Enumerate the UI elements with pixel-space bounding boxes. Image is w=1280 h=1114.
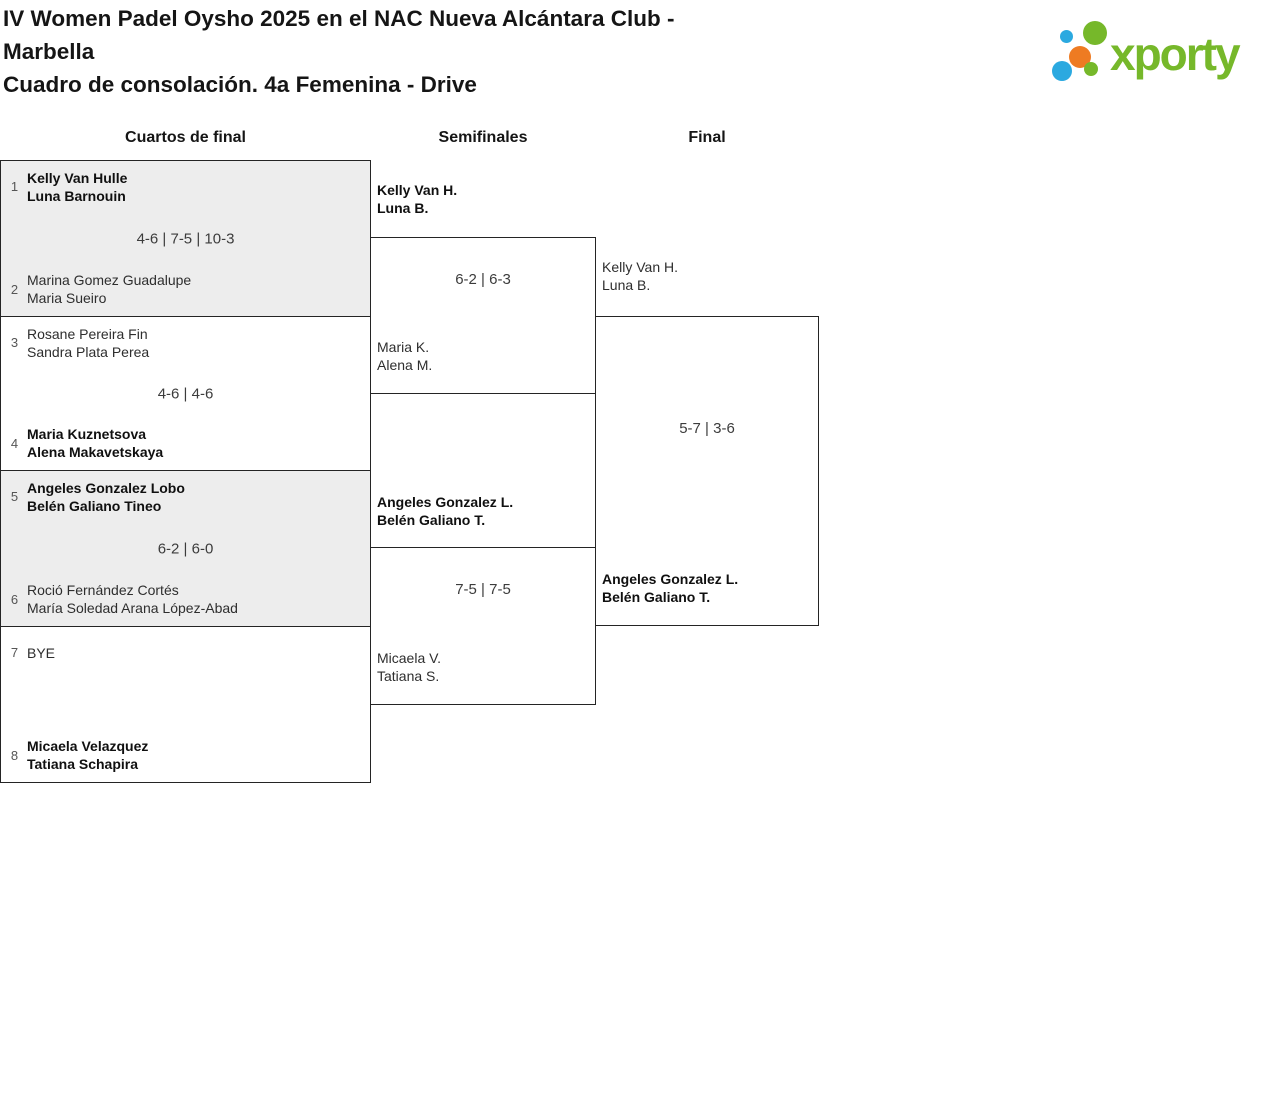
sf1-bottom-team: Maria K. Alena M. — [377, 338, 432, 374]
seed-number: 8 — [10, 748, 19, 763]
seed-number: 4 — [10, 436, 19, 451]
logo-dot-green-large-icon — [1083, 21, 1107, 45]
match-score: 7-5 | 7-5 — [455, 581, 511, 598]
seed-number: 7 — [10, 645, 19, 660]
final-bottom-team: Angeles Gonzalez L. Belén Galiano T. — [602, 570, 738, 606]
player-name: Micaela V. — [377, 650, 442, 666]
sf2-top-team: Angeles Gonzalez L. Belén Galiano T. — [377, 493, 513, 529]
player-name: Luna B. — [602, 277, 651, 293]
round-header-final: Final — [688, 129, 726, 146]
team-names: Roció Fernández Cortés María Soledad Ara… — [27, 581, 238, 617]
player-name: Sandra Plata Perea — [27, 344, 150, 360]
player-name: Belén Galiano T. — [377, 512, 486, 528]
round-header-semifinales: Semifinales — [438, 129, 528, 146]
player-name: Roció Fernández Cortés — [27, 582, 179, 598]
logo-dot-blue-small-icon — [1060, 30, 1073, 43]
player-name: Tatiana Schapira — [27, 756, 139, 772]
team-names: Angeles Gonzalez Lobo Belén Galiano Tine… — [27, 479, 185, 515]
match-sf-1[interactable]: 6-2 | 6-3 — [370, 237, 596, 394]
final-top-team: Kelly Van H. Luna B. — [602, 258, 678, 294]
page-title-line1: IV Women Padel Oysho 2025 en el NAC Nuev… — [3, 6, 675, 31]
match-qf-4[interactable]: 7 BYE 8 Micaela Velazquez Tatiana Schapi… — [0, 626, 371, 783]
player-name: Luna Barnouin — [27, 188, 126, 204]
match-final[interactable]: 5-7 | 3-6 — [595, 316, 819, 626]
sf2-bottom-team: Micaela V. Tatiana S. — [377, 649, 441, 685]
match-qf-1[interactable]: 1 Kelly Van Hulle Luna Barnouin 4-6 | 7-… — [0, 160, 371, 317]
player-name: Kelly Van H. — [377, 182, 458, 198]
page-title-line2: Marbella — [3, 39, 95, 64]
logo-dot-blue-large-icon — [1052, 61, 1072, 81]
match-qf-3[interactable]: 5 Angeles Gonzalez Lobo Belén Galiano Ti… — [0, 470, 371, 627]
match-score: 5-7 | 3-6 — [679, 420, 735, 437]
team-names: Maria Kuznetsova Alena Makavetskaya — [27, 425, 163, 461]
round-header-cuartos-de-final: Cuartos de final — [125, 129, 246, 146]
player-name: Belén Galiano T. — [602, 589, 711, 605]
player-name: Maria Kuznetsova — [27, 426, 147, 442]
team-names: Micaela Velazquez Tatiana Schapira — [27, 737, 148, 773]
match-score: 4-6 | 7-5 | 10-3 — [136, 230, 235, 247]
player-name: Angeles Gonzalez L. — [377, 494, 514, 510]
seed-number: 2 — [10, 282, 19, 297]
player-name: Belén Galiano Tineo — [27, 498, 162, 514]
player-name: Kelly Van Hulle — [27, 170, 128, 186]
team-names: Kelly Van Hulle Luna Barnouin — [27, 169, 127, 205]
seed-number: 6 — [10, 592, 19, 607]
player-name: Alena Makavetskaya — [27, 444, 164, 460]
player-name: Micaela Velazquez — [27, 738, 149, 754]
team-names: Marina Gomez Guadalupe Maria Sueiro — [27, 271, 191, 307]
player-name: Kelly Van H. — [602, 259, 678, 275]
match-score: 4-6 | 4-6 — [157, 385, 214, 402]
xporty-logo[interactable]: xporty — [1048, 16, 1278, 96]
logo-dot-green-small-icon — [1084, 62, 1098, 76]
player-name: BYE — [27, 645, 56, 661]
seed-number: 1 — [10, 179, 19, 194]
page-subtitle: Cuadro de consolación. 4a Femenina - Dri… — [3, 72, 477, 97]
page-header: IV Women Padel Oysho 2025 en el NAC Nuev… — [3, 2, 853, 101]
team-names: Rosane Pereira Fin Sandra Plata Perea — [27, 325, 149, 361]
seed-number: 5 — [10, 489, 19, 504]
player-name: Maria K. — [377, 339, 430, 355]
match-sf-2[interactable]: 7-5 | 7-5 — [370, 547, 596, 705]
sf1-top-team: Kelly Van H. Luna B. — [377, 181, 457, 217]
player-name: Maria Sueiro — [27, 290, 107, 306]
logo-dot-orange-icon — [1069, 46, 1091, 68]
player-name: Rosane Pereira Fin — [27, 326, 148, 342]
player-name: Tatiana S. — [377, 668, 440, 684]
player-name: Luna B. — [377, 200, 429, 216]
match-score: 6-2 | 6-3 — [455, 271, 511, 288]
player-name: Alena M. — [377, 357, 433, 373]
logo-wordmark: xporty — [1110, 28, 1241, 80]
match-qf-2[interactable]: 3 Rosane Pereira Fin Sandra Plata Perea … — [0, 316, 371, 471]
team-names: BYE — [27, 644, 55, 662]
player-name: Marina Gomez Guadalupe — [27, 272, 192, 288]
player-name: Angeles Gonzalez L. — [602, 571, 739, 587]
player-name: María Soledad Arana López-Abad — [27, 600, 238, 616]
match-score: 6-2 | 6-0 — [157, 540, 214, 557]
seed-number: 3 — [10, 335, 19, 350]
player-name: Angeles Gonzalez Lobo — [27, 480, 185, 496]
